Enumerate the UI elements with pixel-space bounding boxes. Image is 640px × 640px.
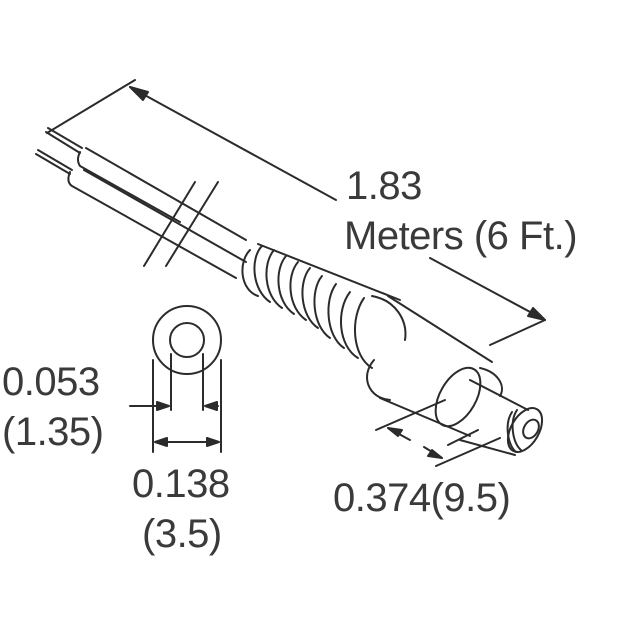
plug-length-label: 0.374(9.5) xyxy=(333,476,511,520)
plug-body xyxy=(379,295,544,456)
plug-length-dimension xyxy=(375,399,501,467)
outer-diameter-inch-label: 0.138 xyxy=(132,462,230,506)
strain-relief xyxy=(241,243,407,401)
plug-end-view xyxy=(129,305,222,453)
outer-diameter-mm-label: (3.5) xyxy=(142,512,222,556)
length-unit-label: Meters (6 Ft.) xyxy=(344,214,578,258)
inner-diameter-inch-label: 0.053 xyxy=(2,360,100,404)
cable-wires xyxy=(35,127,247,279)
inner-diameter-mm-label: (1.35) xyxy=(2,410,104,454)
length-dimension-line xyxy=(46,79,546,346)
break-marks xyxy=(143,181,219,267)
length-value-label: 1.83 xyxy=(346,164,422,208)
